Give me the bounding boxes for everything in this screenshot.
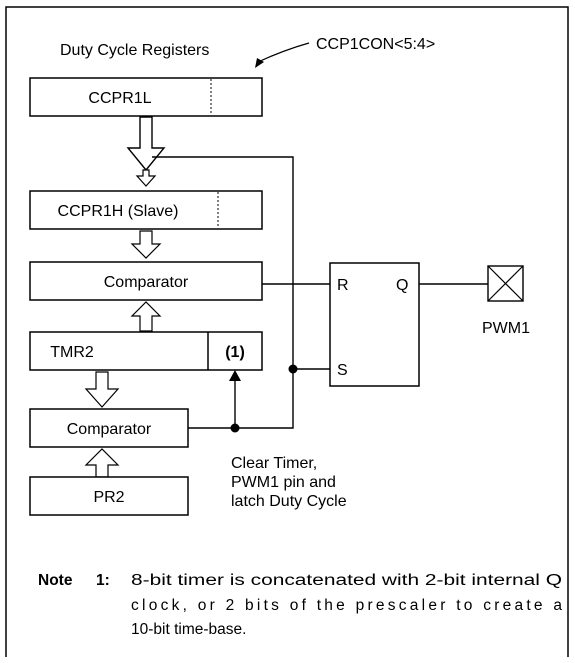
outer-frame: [5, 6, 569, 657]
ccpr1h-register: [29, 190, 263, 230]
clear-timer-junction-dot: [230, 423, 240, 433]
comparator-bottom: [29, 408, 189, 448]
latch-duty-cycle-line: [152, 156, 294, 429]
pwm1-label: PWM1: [482, 320, 530, 337]
bus-arrow-ccpr1h-to-comparator: [130, 230, 162, 259]
clear-timer-arrowhead: [229, 370, 241, 381]
bus-arrow-tmr2-to-comparator: [130, 301, 162, 332]
bus-arrow-ccpr1l-to-ccpr1h: [126, 116, 166, 172]
ccp1con-leader-line: [257, 42, 310, 63]
note-line3: 10-bit time-base.: [131, 621, 246, 638]
ccpr1l-label: CCPR1L: [88, 90, 151, 107]
clear-timer-line2: PWM1 pin and: [231, 474, 336, 491]
set-junction-dot: [288, 364, 298, 374]
pr2-register: [29, 476, 189, 516]
ccp1con-arrowhead: [255, 58, 264, 68]
comparator-bottom-label: Comparator: [67, 421, 152, 438]
note-line1: 8-bit timer is concatenated with 2-bit i…: [131, 572, 562, 589]
bus-arrow-pr2-to-comparator: [84, 448, 120, 478]
comparator-top: [29, 261, 263, 301]
note-word: Note: [38, 572, 73, 589]
ccp1con-label: CCP1CON<5:4>: [316, 36, 435, 53]
note-line2: clock, or 2 bits of the prescaler to cre…: [131, 597, 562, 614]
comparator-top-label: Comparator: [104, 274, 189, 291]
flip-flop-q-label: Q: [396, 277, 408, 294]
sr-flip-flop: [329, 262, 420, 387]
duty-cycle-registers-label: Duty Cycle Registers: [60, 42, 209, 59]
ccpr1l-register: [29, 77, 263, 117]
clear-timer-line1: Clear Timer,: [231, 455, 317, 472]
tmr2-note-ref: (1): [225, 344, 245, 361]
tmr2-register: [29, 331, 263, 371]
flip-flop-s-label: S: [337, 362, 348, 379]
tmr2-label: TMR2: [50, 344, 94, 361]
pr2-label: PR2: [93, 489, 124, 506]
clear-timer-line3: latch Duty Cycle: [231, 493, 347, 510]
pwm1-pin-cross-b: [487, 265, 524, 302]
bus-arrow-tmr2-to-comparator-bottom: [84, 371, 120, 408]
bus-arrow-small-into-ccpr1h: [135, 169, 157, 187]
ccpr1h-label: CCPR1H (Slave): [58, 203, 179, 220]
note-number: 1:: [96, 572, 110, 589]
flip-flop-r-label: R: [337, 277, 349, 294]
